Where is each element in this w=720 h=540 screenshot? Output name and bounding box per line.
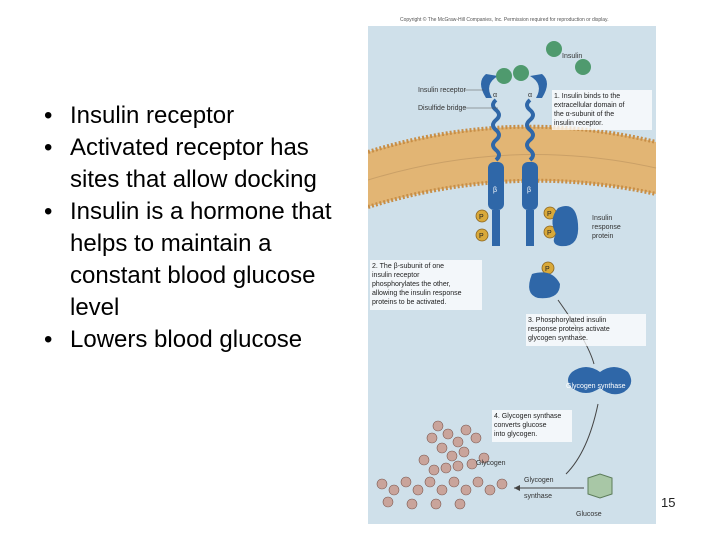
alpha-subunit-right — [530, 74, 547, 98]
disulfide-bridge-label: Disulfide bridge — [418, 105, 466, 112]
bullet-item: Lowers blood glucose — [44, 324, 364, 356]
bullet-list: Insulin receptor Activated receptor has … — [44, 100, 364, 356]
glucose-label: Glucose — [576, 511, 602, 518]
glycogen-label: Glycogen — [476, 460, 506, 467]
beta-subunit-right — [522, 162, 538, 210]
beta-label: β — [493, 187, 497, 194]
glycogen-synthase-label: Glycogen synthase — [566, 383, 626, 390]
insulin-label: Insulin — [562, 53, 582, 60]
phosphate-label: P — [479, 214, 484, 221]
irp-label-line: Insulin — [592, 215, 612, 222]
insulin-molecule — [575, 59, 591, 75]
phosphate-label: P — [547, 211, 552, 218]
synthase-arrow-label: Glycogen — [524, 477, 554, 484]
step-3-line: response proteins activate — [528, 326, 610, 333]
step-2-box — [370, 260, 482, 310]
copyright-text: Copyright © The McGraw-Hill Companies, I… — [400, 16, 609, 23]
step-2-line: phosphorylates the other, — [372, 281, 451, 288]
alpha-subunit-left — [481, 74, 498, 98]
alpha-label: α — [493, 92, 497, 99]
arrowhead — [514, 485, 520, 491]
step-3-line: glycogen synthase. — [528, 335, 588, 342]
step-1-line: the α-subunit of the — [554, 111, 614, 118]
glycogen-cluster — [376, 420, 508, 510]
insulin-response-protein-active — [529, 272, 560, 299]
receptor-coil-left — [491, 98, 501, 162]
step-1-line: 1. Insulin binds to the — [554, 93, 620, 100]
beta-subunit-left — [488, 162, 504, 210]
step-4-line: into glycogen. — [494, 431, 537, 438]
receptor-coil-right — [525, 98, 535, 162]
step-2-line: insulin receptor — [372, 272, 420, 279]
alpha-label: α — [528, 92, 532, 99]
membrane-midline — [368, 154, 657, 181]
phosphate-groups: P P P P P — [475, 206, 557, 275]
bullet-item: Insulin is a hormone that helps to maint… — [44, 196, 364, 324]
step-4-box — [492, 410, 572, 442]
irp-label-line: response — [592, 224, 621, 231]
insulin-response-protein — [552, 206, 579, 247]
glycogen-synthase-enzyme — [568, 367, 632, 395]
bullet-item: Activated receptor has sites that allow … — [44, 132, 364, 196]
bullet-item: Insulin receptor — [44, 100, 364, 132]
cell-membrane — [368, 126, 656, 207]
irp-label-line: protein — [592, 233, 614, 240]
step-4-line: 4. Glycogen synthase — [494, 413, 561, 420]
step-1-box — [552, 90, 652, 130]
step-2-line: 2. The β-subunit of one — [372, 263, 444, 270]
phosphate-label: P — [479, 233, 484, 240]
page-number: 15 — [661, 495, 676, 510]
step-2-line: allowing the insulin response — [372, 290, 462, 297]
phosphate-label: P — [547, 230, 552, 237]
step-1-line: extracellular domain of — [554, 102, 624, 109]
synthase-arrow-label: synthase — [524, 493, 552, 500]
glucose-molecule — [587, 473, 613, 499]
insulin-receptor-label: Insulin receptor — [418, 87, 467, 94]
insulin-receptor-figure: Copyright © The McGraw-Hill Companies, I… — [368, 12, 658, 524]
step-4-line: converts glucose — [494, 422, 547, 429]
step-3-line: 3. Phosphorylated insulin — [528, 317, 606, 324]
step-3-box — [526, 314, 646, 346]
insulin-molecule — [546, 41, 562, 57]
bound-insulin — [513, 65, 529, 81]
beta-label: β — [527, 187, 531, 194]
phosphate-label: P — [545, 266, 550, 273]
membrane-inner-heads — [368, 178, 657, 209]
step-2-line: proteins to be activated. — [372, 299, 446, 306]
step-1-line: insulin receptor. — [554, 120, 603, 127]
beta-tail-right — [526, 210, 534, 246]
beta-tail-left — [492, 210, 500, 246]
bound-insulin — [496, 68, 512, 84]
membrane-outer-heads — [368, 124, 657, 154]
arrow-to-glycogen — [565, 403, 599, 475]
